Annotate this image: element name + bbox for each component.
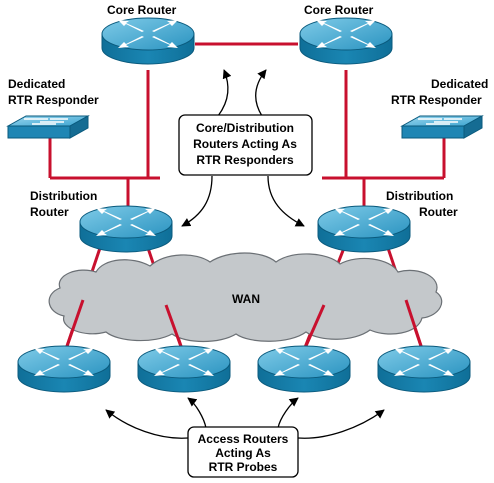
callout-top-arrows — [181, 69, 305, 227]
core-router-left-label: Core Router — [107, 3, 177, 17]
callout-top-line3: RTR Responders — [196, 153, 294, 167]
responder-left-label-line1: Dedicated — [8, 77, 65, 91]
distribution-right-label-line1: Distribution — [386, 189, 453, 203]
wan-label: WAN — [232, 292, 260, 306]
callout-bottom-line2: Acting As — [215, 446, 271, 460]
access-router-3-icon — [257, 345, 351, 393]
distribution-router-right-icon — [317, 205, 411, 253]
responder-left-label-line2: RTR Responder — [8, 93, 99, 107]
responder-switch-right-icon — [401, 115, 483, 139]
responder-switch-left-icon — [7, 115, 89, 139]
distribution-left-label-line1: Distribution — [30, 189, 97, 203]
responder-right-label-line1: Dedicated — [431, 77, 488, 91]
access-router-4-icon — [377, 345, 471, 393]
callout-bottom-box — [187, 426, 299, 478]
callout-top-line1: Core/Distribution — [196, 121, 294, 135]
callout-bottom-line1: Access Routers — [198, 432, 289, 446]
callout-bottom-arrows — [105, 397, 385, 439]
callout-top-box — [178, 114, 313, 176]
access-router-2-icon — [137, 345, 231, 393]
core-router-left-icon — [101, 17, 195, 65]
callout-top-line2: Routers Acting As — [193, 137, 297, 151]
core-router-right-icon — [299, 17, 393, 65]
access-router-1-icon — [17, 345, 111, 393]
wan-cloud — [48, 252, 443, 343]
core-router-right-label: Core Router — [304, 3, 374, 17]
responder-right-label-line2: RTR Responder — [391, 93, 482, 107]
callout-bottom-line3: RTR Probes — [209, 460, 278, 474]
distribution-left-label-line2: Router — [30, 205, 69, 219]
distribution-router-left-icon — [79, 205, 173, 253]
distribution-right-label-line2: Router — [419, 205, 458, 219]
